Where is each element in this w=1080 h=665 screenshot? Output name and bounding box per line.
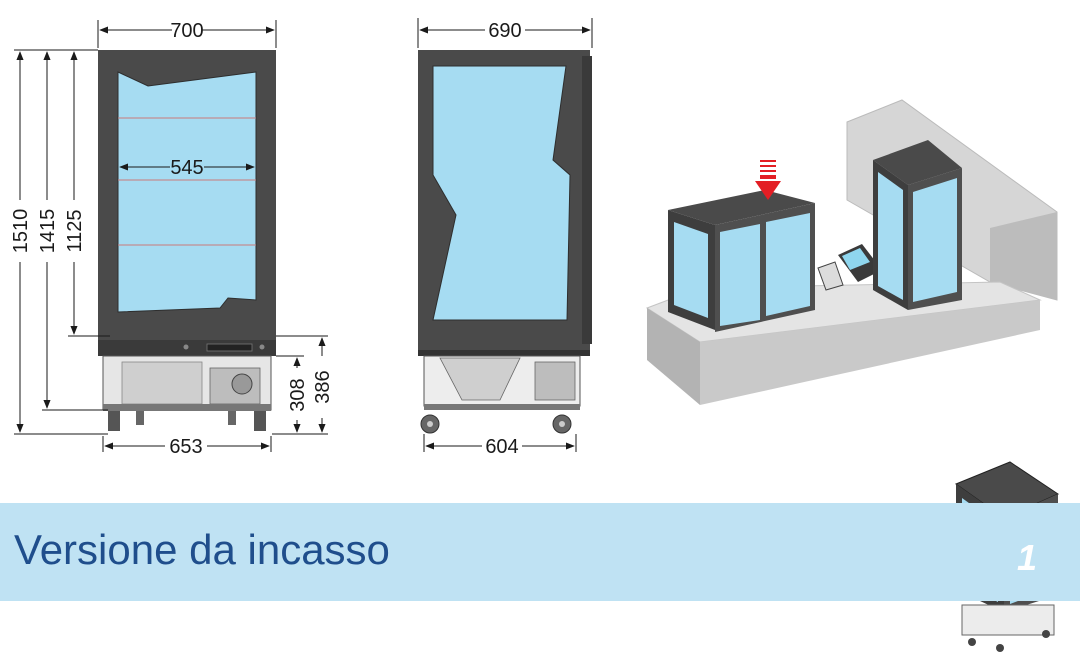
- section-banner: [0, 503, 1080, 601]
- section-title: Versione da incasso: [14, 526, 390, 573]
- side-dimensions: [417, 18, 593, 452]
- dim-front-width: 700: [170, 20, 203, 42]
- dim-height-glass: 1125: [64, 209, 86, 252]
- dim-base-height-b: 386: [312, 370, 334, 403]
- front-view: [98, 50, 276, 431]
- dim-height-mid: 1415: [37, 209, 59, 254]
- dim-base-width: 653: [169, 436, 202, 458]
- dim-side-depth: 690: [488, 20, 521, 42]
- dim-side-base: 604: [485, 436, 518, 458]
- front-dimensions: [14, 20, 328, 452]
- side-view: [418, 50, 592, 434]
- dim-base-height-a: 308: [287, 378, 309, 411]
- dim-height-total: 1510: [10, 209, 32, 254]
- installation-scene: [645, 99, 1058, 405]
- dim-inner-width: 545: [170, 157, 203, 179]
